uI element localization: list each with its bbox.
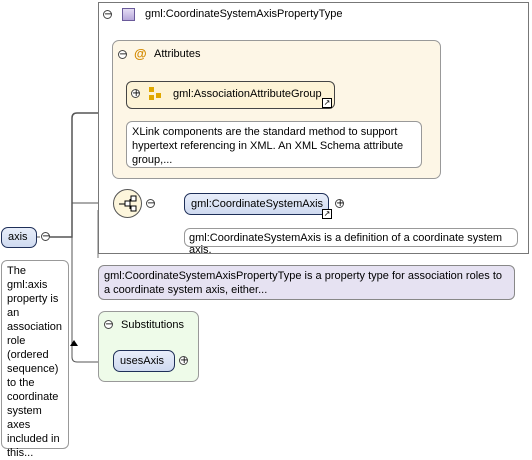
attributes-header: Attributes: [154, 48, 201, 60]
attributes-collapse-toggle[interactable]: −: [118, 49, 128, 60]
axis-element[interactable]: axis: [1, 227, 37, 248]
axis-element-name: axis: [8, 231, 28, 243]
sequence-icon: [119, 195, 137, 212]
reference-link-icon[interactable]: ↗: [322, 209, 332, 219]
axis-collapse-toggle[interactable]: −: [41, 231, 51, 242]
attribute-group-description: XLink components are the standard method…: [126, 121, 422, 168]
at-icon: @: [134, 46, 147, 61]
uses-axis-name: usesAxis: [120, 355, 165, 367]
reference-link-icon[interactable]: ↗: [322, 98, 332, 108]
attribute-group-name: gml:AssociationAttributeGroup: [173, 88, 322, 100]
coordinate-system-axis-name: gml:CoordinateSystemAxis: [191, 198, 324, 210]
uses-axis-expand-toggle[interactable]: +: [179, 355, 189, 366]
sequence-collapse-toggle[interactable]: −: [146, 198, 156, 209]
axis-description: The gml:axis property is an association …: [1, 260, 69, 459]
coordinate-system-axis-expand-toggle[interactable]: +: [335, 198, 345, 209]
attribute-group-icon: [149, 87, 161, 100]
complex-type-description: gml:CoordinateSystemAxisPropertyType is …: [98, 265, 515, 300]
complex-type-collapse-toggle[interactable]: −: [103, 9, 113, 20]
complex-type-icon: [122, 8, 135, 21]
substitution-arrow-icon: [70, 340, 78, 346]
complex-type-name: gml:CoordinateSystemAxisPropertyType: [145, 8, 343, 20]
attribute-group-expand-toggle[interactable]: +: [131, 88, 141, 99]
coordinate-system-axis-description: gml:CoordinateSystemAxis is a definition…: [184, 228, 518, 256]
coordinate-system-axis-element[interactable]: gml:CoordinateSystemAxis: [184, 193, 329, 215]
uses-axis-element[interactable]: usesAxis: [113, 350, 175, 372]
substitutions-header: Substitutions: [121, 319, 184, 331]
substitutions-collapse-toggle[interactable]: −: [104, 319, 114, 330]
